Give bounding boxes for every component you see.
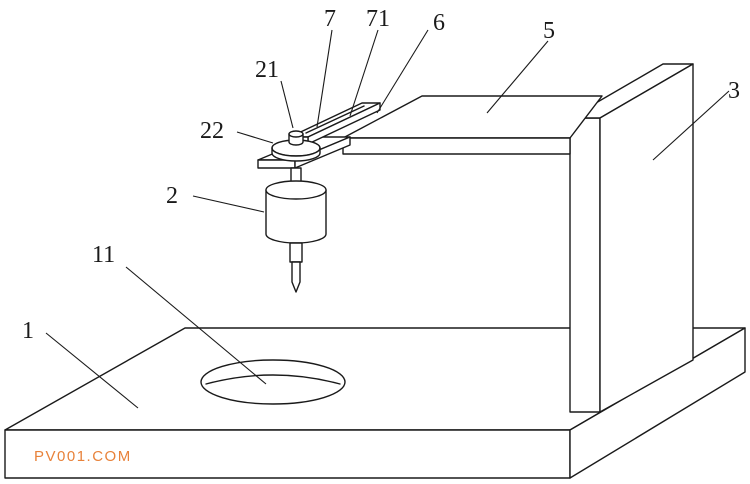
gear	[271, 139, 321, 162]
reference-labels: 1 11 2 21 22 3 5 6 7 71	[22, 6, 740, 344]
label-arm: 6	[433, 10, 445, 36]
label-plate: 5	[543, 18, 555, 44]
drill	[265, 167, 327, 293]
label-gear: 22	[200, 118, 224, 144]
label-base-hole: 11	[92, 242, 115, 268]
leader-lines	[45, 29, 730, 409]
label-column: 3	[728, 78, 740, 104]
label-slide-bar: 7	[324, 6, 336, 32]
column	[569, 63, 694, 413]
gear-shaft	[288, 130, 304, 146]
label-gear-shaft: 21	[255, 57, 279, 83]
label-base: 1	[22, 318, 34, 344]
label-drill: 2	[166, 183, 178, 209]
watermark: PV001.COM	[34, 448, 132, 465]
top-plate	[342, 95, 603, 155]
base-hole	[200, 359, 346, 405]
label-slot: 71	[366, 6, 390, 32]
base-plate	[4, 327, 746, 479]
